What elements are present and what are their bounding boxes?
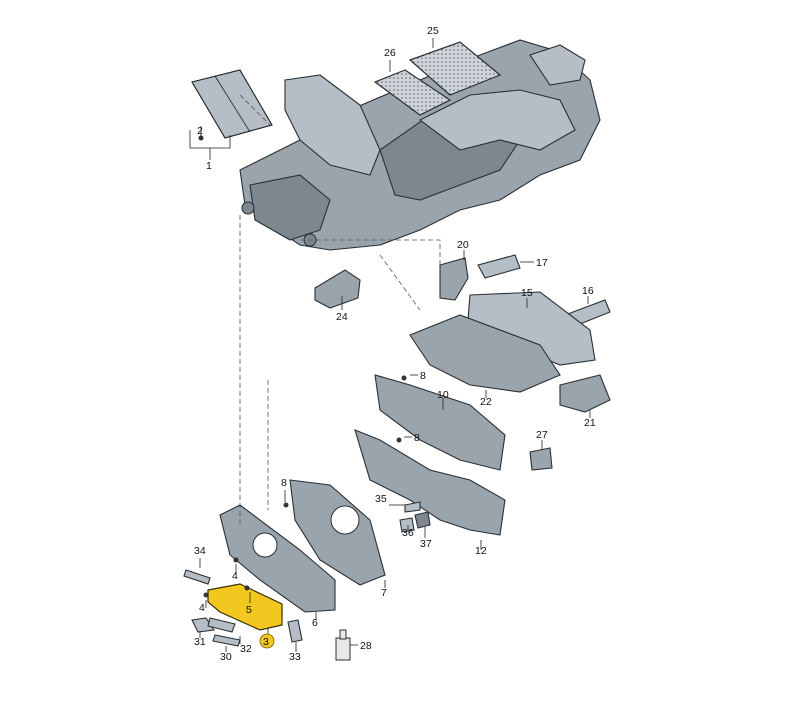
callout-8c: 8 xyxy=(281,477,287,489)
fasteners xyxy=(203,375,407,598)
callout-31: 31 xyxy=(194,636,206,648)
part-17 xyxy=(477,254,521,279)
part-27 xyxy=(529,447,553,471)
part-22 xyxy=(409,314,561,393)
callout-20: 20 xyxy=(457,239,469,251)
part-36 xyxy=(399,517,415,533)
callout-26: 26 xyxy=(384,47,396,59)
part-32 xyxy=(207,617,236,633)
part-1-windshield xyxy=(191,69,273,141)
callout-15: 15 xyxy=(521,287,533,299)
part-31 xyxy=(191,617,215,633)
callout-1: 1 xyxy=(206,160,212,172)
part-21 xyxy=(559,374,611,413)
callout-25: 25 xyxy=(427,25,439,37)
guide-lines xyxy=(239,94,441,525)
callout-labels: 1 2 3 4 4 5 6 7 8 8 8 10 12 15 16 17 20 … xyxy=(194,25,596,663)
callout-24: 24 xyxy=(336,311,348,323)
callout-2: 2 xyxy=(197,125,203,137)
part-35 xyxy=(404,501,421,513)
part-33 xyxy=(287,619,303,643)
callout-8b: 8 xyxy=(414,432,420,444)
callout-37: 37 xyxy=(420,538,432,550)
callout-16: 16 xyxy=(582,285,594,297)
callout-22: 22 xyxy=(480,396,492,408)
callout-10: 10 xyxy=(437,389,449,401)
callout-28: 28 xyxy=(360,640,372,652)
part-24 xyxy=(314,269,361,309)
callout-3-badge xyxy=(259,633,275,649)
callout-4b: 4 xyxy=(199,602,205,614)
callout-32: 32 xyxy=(240,643,252,655)
part-6 xyxy=(219,504,336,613)
callout-36: 36 xyxy=(402,527,414,539)
part-26-roof-pad xyxy=(373,69,452,116)
part-12 xyxy=(354,429,506,536)
callout-35: 35 xyxy=(375,493,387,505)
callout-4a: 4 xyxy=(232,570,238,582)
leader-lines xyxy=(189,38,591,652)
part-34 xyxy=(183,569,211,585)
callout-8a: 8 xyxy=(420,370,426,382)
car-body-shell xyxy=(239,39,601,251)
callout-12: 12 xyxy=(475,545,487,557)
callout-17: 17 xyxy=(536,257,548,269)
part-20 xyxy=(439,257,469,301)
callout-27: 27 xyxy=(536,429,548,441)
callout-34: 34 xyxy=(194,545,206,557)
part-10 xyxy=(374,374,506,471)
part-25-roof-pad xyxy=(408,41,502,96)
part-30 xyxy=(212,634,241,647)
callout-7: 7 xyxy=(381,587,387,599)
callout-3: 3 xyxy=(263,636,269,648)
callout-30: 30 xyxy=(220,651,232,663)
callout-6: 6 xyxy=(312,617,318,629)
part-37 xyxy=(414,511,431,529)
callout-21: 21 xyxy=(584,417,596,429)
part-7 xyxy=(289,479,386,586)
part-28-bottle xyxy=(335,629,351,661)
callout-5: 5 xyxy=(246,604,252,616)
callout-33: 33 xyxy=(289,651,301,663)
